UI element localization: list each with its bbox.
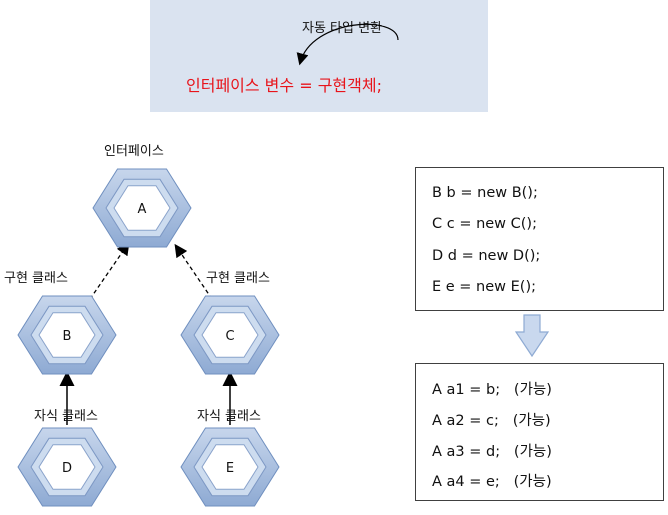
node-label-d: D xyxy=(62,461,72,476)
code-line: C c = new C(); xyxy=(432,216,537,232)
type-conversion-panel xyxy=(150,0,488,112)
node-b: B xyxy=(17,295,117,375)
child-class-label-right: 자식 클래스 xyxy=(197,409,261,424)
node-c: C xyxy=(180,295,280,375)
code-line: E e = new E(); xyxy=(432,279,536,295)
assignment-formula: 인터페이스 변수 = 구현객체; xyxy=(186,76,382,95)
node-a: A xyxy=(92,168,192,248)
node-e: E xyxy=(180,427,280,507)
node-label-b: B xyxy=(63,329,72,344)
edge-b-to-a xyxy=(89,241,130,300)
code-line: B b = new B(); xyxy=(432,185,538,201)
assignment-box: A a1 = b; (가능) A a2 = c; (가능) A a3 = d; … xyxy=(415,363,664,501)
node-label-e: E xyxy=(226,461,234,476)
down-arrow-icon xyxy=(514,314,550,358)
code-line: A a3 = d; (가능) xyxy=(432,444,552,460)
hexagon-inner xyxy=(38,444,96,490)
node-label-c: C xyxy=(225,329,234,344)
hexagon-inner xyxy=(38,312,96,358)
code-line: A a1 = b; (가능) xyxy=(432,382,552,398)
code-line: D d = new D(); xyxy=(432,248,541,264)
interface-label: 인터페이스 xyxy=(104,144,164,159)
hexagon-inner xyxy=(201,312,259,358)
impl-class-label-right: 구현 클래스 xyxy=(206,271,270,286)
code-line: A a2 = c; (가능) xyxy=(432,413,551,429)
impl-class-label-left: 구현 클래스 xyxy=(4,271,68,286)
node-d: D xyxy=(17,427,117,507)
hexagon-inner xyxy=(201,444,259,490)
object-creation-box: B b = new B(); C c = new C(); D d = new … xyxy=(415,167,664,311)
node-label-a: A xyxy=(138,202,147,217)
code-line: A a4 = e; (가능) xyxy=(432,474,552,490)
conversion-arrow xyxy=(296,23,399,66)
child-class-label-left: 자식 클래스 xyxy=(34,409,98,424)
edge-c-to-a xyxy=(174,243,213,300)
hexagon-inner xyxy=(113,185,171,231)
